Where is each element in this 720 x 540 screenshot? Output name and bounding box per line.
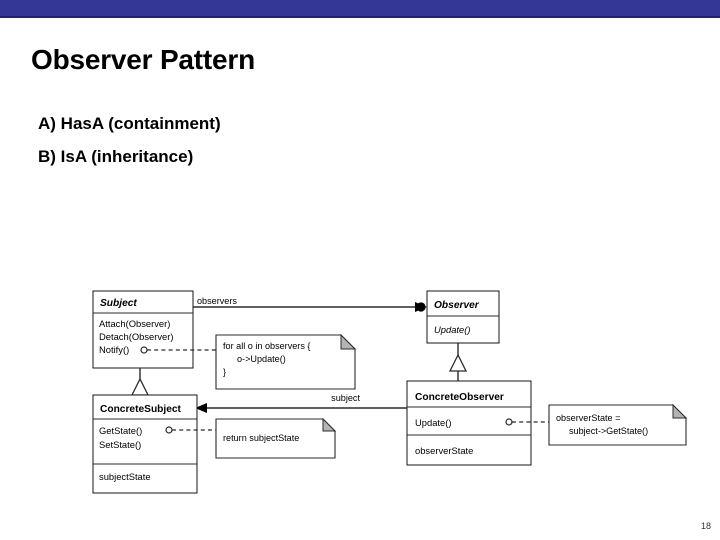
note-notify-body: for all o in observers { o->Update() } [215, 333, 357, 390]
association-label-subject: subject [331, 393, 360, 403]
note-getstate-body: return subjectState [215, 417, 337, 459]
uml-operation-detach: Detach(Observer) [99, 331, 174, 342]
bullet-item-b: B) IsA (inheritance) [38, 147, 194, 166]
note-line-3: } [223, 367, 226, 377]
note-line-observerstate: observerState = [556, 413, 620, 423]
uml-operation-observer-update: Update() [434, 324, 470, 335]
page-title: Observer Pattern [31, 44, 256, 75]
uml-class-name-observer: Observer [434, 300, 480, 311]
slide-top-accent-bar [0, 0, 720, 18]
uml-operation-concreteobserver-update: Update() [415, 417, 451, 428]
uml-operation-getstate: GetState() [99, 425, 142, 436]
association-subject: subject [195, 393, 407, 413]
uml-class-name-concretesubject: ConcreteSubject [100, 404, 182, 415]
uml-class-name-concreteobserver: ConcreteObserver [415, 392, 504, 403]
uml-attribute-observerstate: observerState [415, 445, 473, 456]
note-link-update [505, 418, 549, 426]
note-link-notify [140, 346, 216, 354]
generalization-concreteobserver-observer [448, 343, 468, 381]
association-observers: observers [193, 296, 427, 312]
note-line-1: for all o in observers { [223, 341, 310, 351]
uml-class-name-subject: Subject [100, 298, 137, 309]
note-update-body: observerState = subject->GetState() [548, 403, 688, 446]
uml-operation-attach: Attach(Observer) [99, 318, 170, 329]
uml-class-subject: Subject Attach(Observer) Detach(Observer… [92, 290, 194, 369]
uml-class-observer: Observer Update() [426, 290, 500, 344]
bullet-item-a: A) HasA (containment) [38, 114, 221, 133]
note-link-getstate [165, 426, 216, 434]
note-line-return-subjectstate: return subjectState [223, 433, 299, 443]
page-number: 18 [700, 521, 711, 531]
uml-operation-notify: Notify() [99, 344, 129, 355]
uml-operation-setstate: SetState() [99, 439, 141, 450]
uml-class-concretesubject: ConcreteSubject GetState() SetState() su… [92, 394, 198, 494]
uml-attribute-subjectstate: subjectState [99, 471, 151, 482]
note-line-2: o->Update() [237, 354, 286, 364]
note-line-subject-getstate: subject->GetState() [569, 426, 648, 436]
association-label-observers: observers [197, 296, 237, 306]
observer-pattern-uml-diagram: observers subject Subject Attach(Observe… [85, 283, 705, 513]
